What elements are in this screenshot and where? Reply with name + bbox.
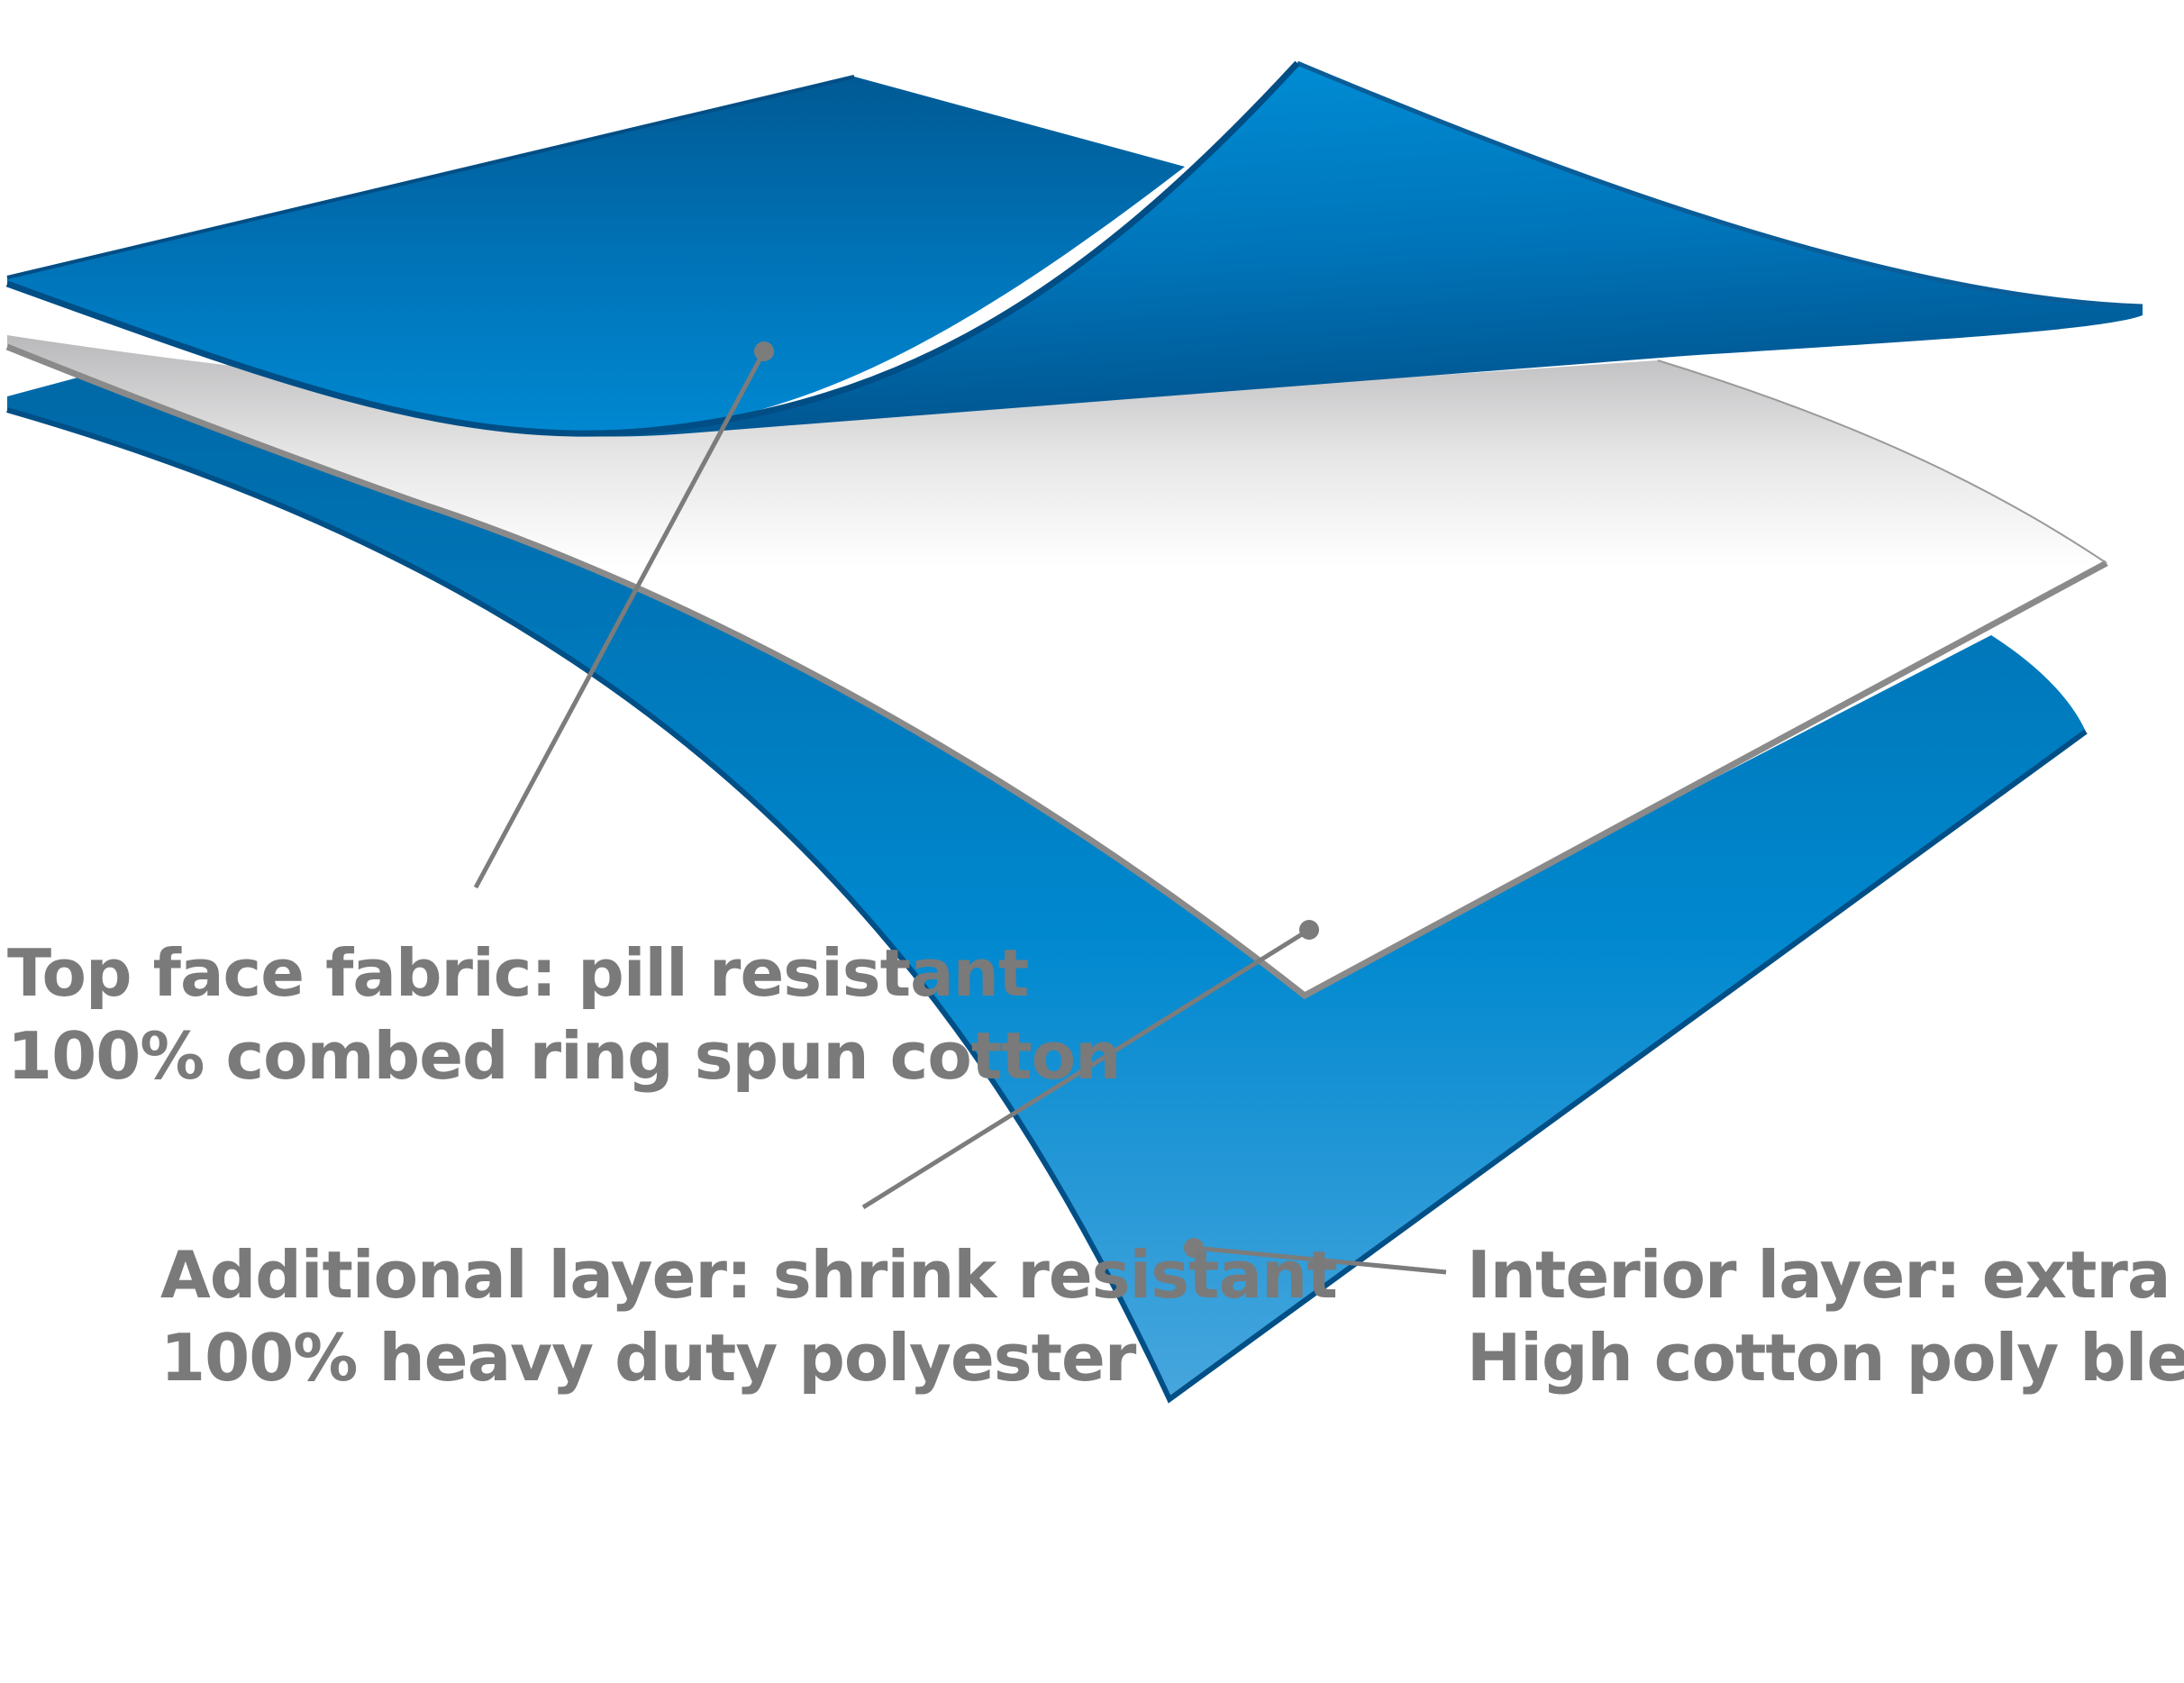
additional-layer-label-line1: Additional layer: shrink resistant <box>160 1237 1337 1313</box>
top-face-front-edge <box>5 60 1300 437</box>
top-face-fabric <box>5 60 2143 437</box>
interior-layer-leader-line <box>1193 1245 1447 1275</box>
interior-layer-shape <box>7 369 2086 1399</box>
top-face-flat-shape <box>7 77 1185 434</box>
top-face-leader-dot <box>754 341 774 361</box>
additional-layer-leader-line <box>861 927 1311 1210</box>
interior-layer-edge <box>6 407 2088 1404</box>
interior-layer-fabric <box>6 369 2088 1404</box>
additional-layer-leader <box>861 920 1319 1210</box>
top-face-curl-edge <box>1297 60 2143 309</box>
additional-layer-far-edge <box>1657 359 2107 564</box>
additional-layer-shape <box>7 335 2107 996</box>
interior-layer-leader-dot <box>1184 1238 1204 1258</box>
top-face-curl-shape <box>7 63 2143 437</box>
top-face-label-line2: 100% combed ring spun cotton <box>7 1018 1120 1094</box>
interior-layer-label-line2: High cotton poly blend <box>1467 1320 2184 1396</box>
additional-layer-leader-dot <box>1299 920 1319 940</box>
top-face-label-line1: Top face fabric: pill resistant <box>7 935 1028 1011</box>
top-face-leader-line <box>473 350 767 889</box>
interior-layer-leader <box>1184 1238 1447 1275</box>
additional-layer-label-line2: 100% heavy duty polyester <box>160 1320 1137 1396</box>
interior-layer-label-line1: Interior layer: extra comfy <box>1467 1237 2184 1313</box>
additional-layer-fabric <box>5 335 2108 1000</box>
top-face-leader <box>473 341 774 889</box>
additional-layer-edge <box>5 343 2108 1000</box>
top-face-flat-edge <box>6 75 855 279</box>
